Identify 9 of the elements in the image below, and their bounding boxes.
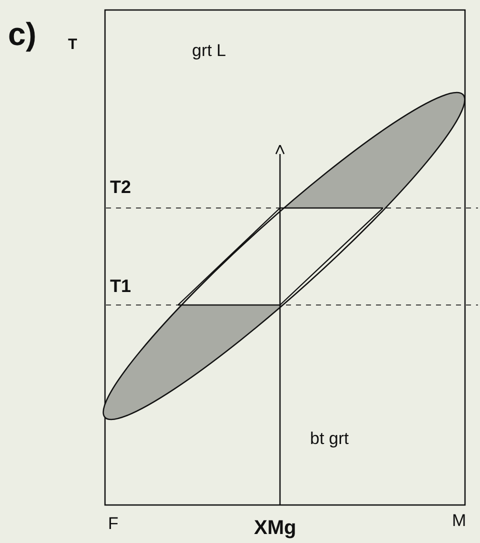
axis-title: XMg [254,518,296,538]
temperature-label: T1 [110,277,132,295]
axis-label: M [452,512,466,529]
region-label: grt L [192,42,226,59]
axis-label: T [68,37,78,52]
axis-label: F [108,515,118,532]
temperature-label: T2 [110,178,132,196]
region-label: bt grt [310,430,349,447]
panel-label: c) [8,18,36,50]
